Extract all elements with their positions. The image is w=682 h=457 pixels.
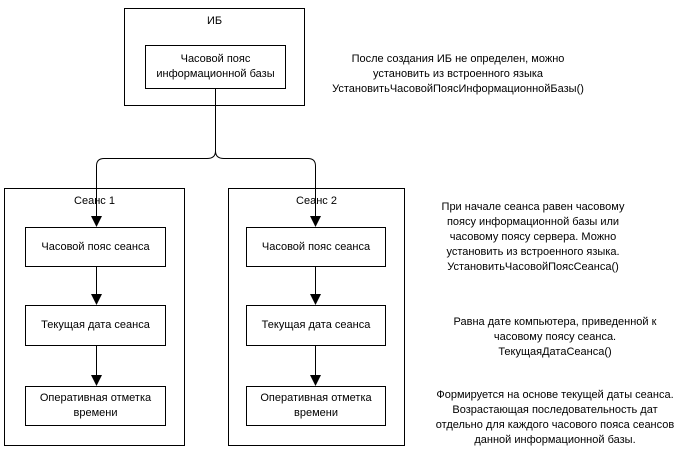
- session1-current-date-box: Текущая дата сеанса: [25, 305, 166, 346]
- arrowhead-icon: [91, 216, 102, 227]
- ib-box: ИБ: [124, 8, 305, 106]
- session1-timezone-box: Часовой пояс сеанса: [25, 227, 166, 267]
- session2-title: Сеанс 2: [296, 195, 337, 207]
- session1-box: Сеанс 1: [4, 188, 185, 446]
- arrowhead-icon: [310, 375, 321, 386]
- branch-left-line: [96, 150, 216, 216]
- arrowhead-icon: [310, 216, 321, 227]
- session1-title: Сеанс 1: [74, 195, 115, 207]
- annotation-session-timezone: При начале сеанса равен часовому поясу и…: [441, 201, 625, 273]
- arrowhead-icon: [310, 294, 321, 305]
- annotation-current-session-date: Равна дате компьютера, приведенной к час…: [453, 316, 657, 358]
- session2-timezone-box: Часовой пояс сеанса: [246, 227, 386, 267]
- session1-operative-timestamp-box: Оперативная отметка времени: [25, 386, 166, 426]
- ib-timezone-box: Часовой пояс информационной базы: [145, 45, 286, 89]
- annotation-ib-timezone: После создания ИБ не определен, можно ус…: [332, 53, 584, 95]
- session2-operative-timestamp-box: Оперативная отметка времени: [246, 386, 386, 426]
- annotation-operative-timestamp: Формируется на основе текущей даты сеанс…: [435, 389, 675, 446]
- session2-box: Сеанс 2: [228, 188, 405, 446]
- ib-title: ИБ: [206, 15, 223, 27]
- branch-right-line: [215, 150, 316, 216]
- arrowhead-icon: [91, 375, 102, 386]
- arrowhead-icon: [91, 294, 102, 305]
- session2-current-date-box: Текущая дата сеанса: [246, 305, 386, 346]
